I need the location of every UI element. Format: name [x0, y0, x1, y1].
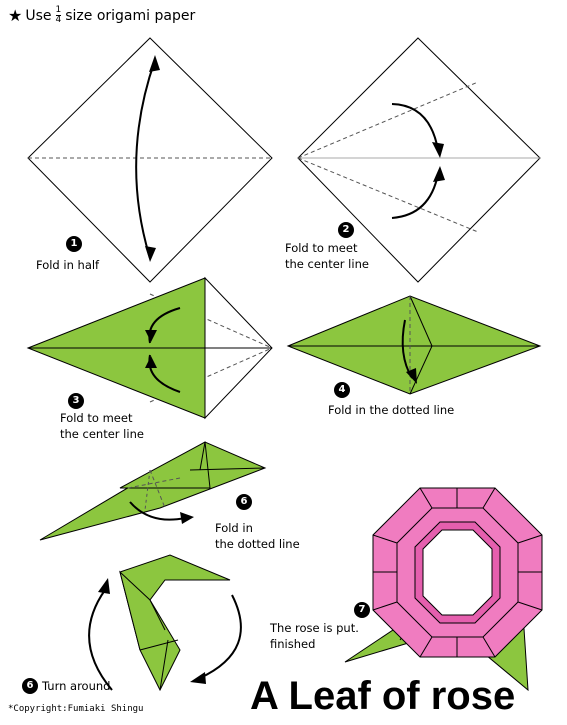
- quarter-fraction: 1 4: [55, 5, 62, 25]
- step6-number: 6: [22, 678, 38, 694]
- step2-number: 2: [338, 222, 354, 238]
- paper-size-note: ★ Use 1 4 size origami paper: [8, 5, 196, 26]
- star-icon: ★: [8, 6, 23, 25]
- diagram-title: A Leaf of rose: [250, 674, 516, 718]
- step5-label: Fold in the dotted line: [215, 521, 300, 551]
- step7-number: 7: [354, 602, 370, 618]
- step2-diagram: [297, 37, 541, 283]
- step3-diagram: [26, 276, 273, 420]
- step2-label: Fold to meet the center line: [285, 241, 369, 271]
- step4-diagram: [286, 295, 542, 395]
- step6-diagram: [88, 554, 242, 692]
- step1-diagram: [27, 37, 273, 283]
- step4-label: Fold in the dotted line: [328, 403, 455, 417]
- step4-number: 4: [334, 382, 350, 398]
- fraction-denominator: 4: [55, 15, 62, 25]
- step1-label: Fold in half: [36, 258, 100, 272]
- step5-number: 6: [236, 494, 252, 510]
- copyright-note: *Copyright:Fumiaki Shingu: [8, 704, 144, 714]
- step6-label: Turn around: [42, 679, 111, 693]
- fraction-numerator: 1: [55, 5, 62, 15]
- step3-number: 3: [68, 393, 84, 409]
- step7-label: The rose is put. finished: [270, 621, 359, 651]
- step5-diagram: [39, 441, 267, 541]
- step1-number: 1: [66, 236, 82, 252]
- paper-size-text: size origami paper: [65, 7, 196, 24]
- step7-diagram: [344, 487, 543, 692]
- step3-label: Fold to meet the center line: [60, 411, 144, 441]
- use-label: Use: [25, 7, 52, 24]
